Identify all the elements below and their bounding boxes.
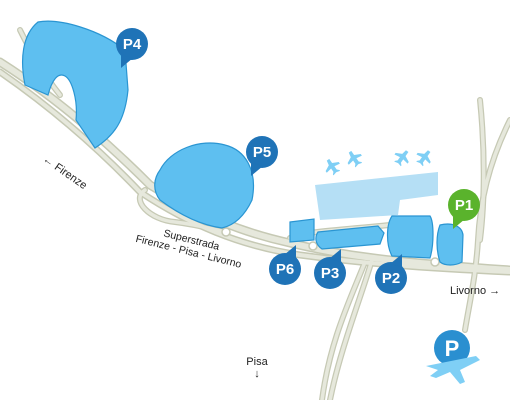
svg-text:P4: P4 bbox=[123, 36, 142, 53]
roundabout bbox=[430, 257, 440, 267]
roundabout bbox=[221, 227, 231, 237]
pin-p3[interactable]: P3 bbox=[314, 249, 346, 289]
airplane-icon bbox=[325, 150, 431, 176]
parking-lot-p1 bbox=[436, 223, 464, 266]
terminal-apron bbox=[315, 172, 438, 220]
pin-p6[interactable]: P6 bbox=[269, 245, 301, 285]
parking-airport-logo-icon: P bbox=[426, 330, 480, 384]
parking-lot-p3 bbox=[315, 225, 385, 250]
direction-pisa: Pisa ↓ bbox=[243, 356, 271, 380]
svg-text:P6: P6 bbox=[276, 261, 294, 278]
roundabout bbox=[308, 241, 318, 251]
arrow-down-icon: ↓ bbox=[254, 368, 260, 380]
direction-livorno: Livorno → bbox=[450, 285, 500, 297]
pin-p1[interactable]: P1 bbox=[448, 189, 480, 229]
parking-lot-p5 bbox=[154, 142, 254, 229]
direction-pisa-label: Pisa bbox=[246, 356, 268, 368]
svg-text:P1: P1 bbox=[455, 197, 473, 214]
pin-p2[interactable]: P2 bbox=[375, 254, 407, 294]
svg-text:P5: P5 bbox=[253, 144, 271, 161]
svg-text:P3: P3 bbox=[321, 265, 339, 282]
svg-text:P: P bbox=[445, 336, 460, 361]
pin-p5[interactable]: P5 bbox=[246, 136, 278, 176]
arrow-right-icon: → bbox=[489, 285, 501, 297]
parking-lots bbox=[21, 20, 464, 266]
parking-lot-p6 bbox=[289, 218, 315, 243]
parking-lot-p2 bbox=[386, 215, 434, 259]
pin-p4[interactable]: P4 bbox=[116, 28, 148, 68]
parking-pins: P4 P5 P1 P6 P3 bbox=[116, 28, 480, 294]
svg-text:P2: P2 bbox=[382, 270, 400, 287]
parking-lot-p4 bbox=[21, 20, 129, 149]
direction-livorno-label: Livorno bbox=[450, 285, 487, 297]
road-network bbox=[0, 27, 510, 400]
